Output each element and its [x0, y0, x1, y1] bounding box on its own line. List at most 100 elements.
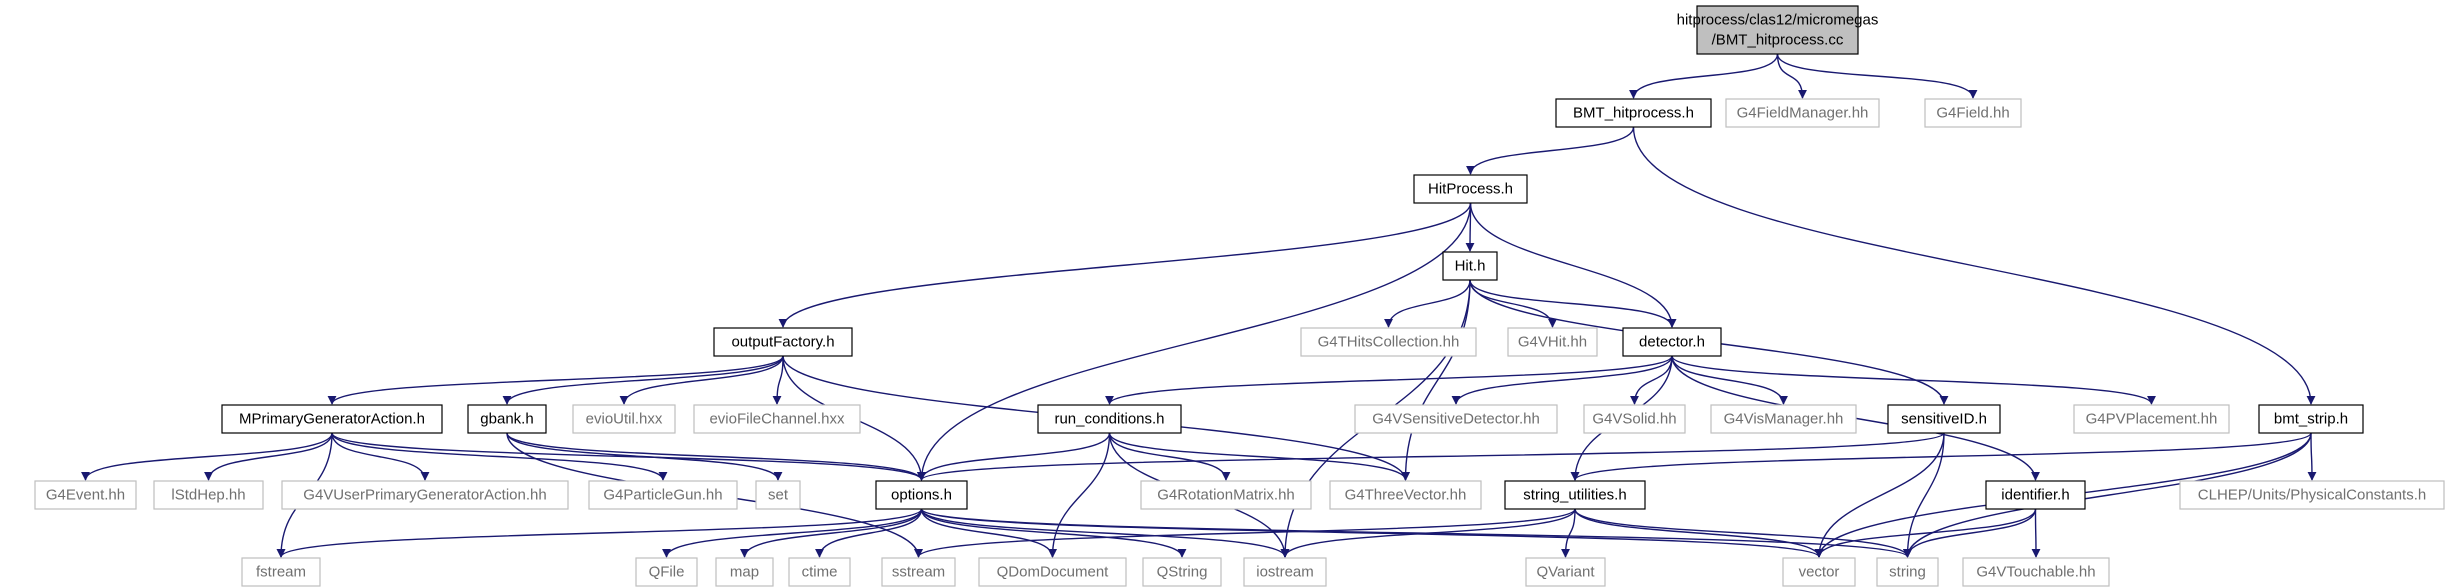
node-box — [1329, 480, 1482, 510]
node-box — [1887, 404, 2001, 434]
node-string: string — [1876, 557, 1939, 587]
node-sensitiveid-h[interactable]: sensitiveID.h — [1887, 404, 2001, 434]
edge-hit-h-to-detector-h — [1469, 279, 1677, 328]
edge-identifier-h-to-vector — [1814, 508, 2037, 558]
node-qdomdocument: QDomDocument — [978, 557, 1127, 587]
node-label: run_conditions.h — [1054, 411, 1164, 428]
node-g4vsolid: G4VSolid.hh — [1583, 404, 1686, 434]
node-box — [1583, 404, 1686, 434]
edge-bmt-hitprocess-h-to-bmt-strip-h — [1632, 126, 2316, 405]
edge-detector-h-to-run-conditions-h — [1105, 355, 1673, 405]
node-box — [1876, 557, 1939, 587]
edge-outputfactory-h-to-gbank-h — [502, 355, 784, 405]
node-box — [221, 404, 443, 434]
node-map: map — [715, 557, 774, 587]
node-label: gbank.h — [480, 411, 533, 428]
node-box — [1696, 5, 1859, 55]
node-options-h[interactable]: options.h — [875, 480, 968, 510]
edge-mprimary-to-options-h — [331, 432, 926, 481]
node-label: evioFileChannel.hxx — [709, 411, 845, 428]
edge-options-h-to-map — [740, 508, 923, 558]
edge-identifier-h-to-string — [1903, 508, 2037, 558]
node-label: options.h — [891, 487, 952, 504]
edge-root-to-bmt-hitprocess-h — [1629, 53, 1779, 99]
node-box — [755, 480, 801, 510]
edge-run-conditions-h-to-options-h — [917, 432, 1111, 481]
node-label: QDomDocument — [997, 564, 1110, 581]
node-label: G4VTouchable.hh — [1976, 564, 2095, 581]
node-run-conditions-h[interactable]: run_conditions.h — [1037, 404, 1182, 434]
node-box — [788, 557, 851, 587]
node-label: QVariant — [1536, 564, 1595, 581]
node-box — [1142, 557, 1222, 587]
node-string-utilities-h[interactable]: string_utilities.h — [1504, 480, 1646, 510]
node-box — [467, 404, 547, 434]
node-g4vismanager: G4VisManager.hh — [1710, 404, 1857, 434]
edge-sensitiveid-h-to-vector — [1814, 432, 1945, 558]
node-mprimary[interactable]: MPrimaryGeneratorAction.h — [221, 404, 443, 434]
node-hitprocess-h[interactable]: HitProcess.h — [1413, 174, 1528, 204]
node-label: QFile — [649, 564, 685, 581]
node-box — [281, 480, 569, 510]
edge-mprimary-to-istdhep — [204, 432, 333, 481]
edge-outputfactory-h-to-evioutil — [619, 355, 784, 405]
node-label: vector — [1799, 564, 1840, 581]
edge-options-h-to-qfile — [662, 508, 923, 558]
node-qstring: QString — [1142, 557, 1222, 587]
node-box — [1985, 480, 2086, 510]
edge-string-utilities-h-to-string — [1574, 508, 1912, 558]
edge-hitprocess-h-to-outputfactory-h — [778, 202, 1472, 328]
edge-root-to-g4fieldmanager — [1776, 53, 1807, 99]
node-box — [1413, 174, 1528, 204]
node-root[interactable]: hitprocess/clas12/micromegas/BMT_hitproc… — [1677, 5, 1879, 55]
node-g4field: G4Field.hh — [1924, 98, 2022, 128]
node-label: ctime — [802, 564, 838, 581]
node-box — [1140, 480, 1312, 510]
node-hit-h[interactable]: Hit.h — [1442, 251, 1498, 281]
node-label: G4Field.hh — [1936, 105, 2009, 122]
node-sstream: sstream — [881, 557, 956, 587]
node-box — [2258, 404, 2364, 434]
edge-hitprocess-h-to-options-h — [917, 202, 1472, 481]
node-box — [875, 480, 968, 510]
node-gbank-h[interactable]: gbank.h — [467, 404, 547, 434]
node-bmt-hitprocess-h[interactable]: BMT_hitprocess.h — [1555, 98, 1712, 128]
node-box — [1725, 98, 1880, 128]
edge-run-conditions-h-to-qdomdocument — [1048, 432, 1111, 558]
node-label: map — [730, 564, 759, 581]
node-box — [635, 557, 698, 587]
node-box — [1037, 404, 1182, 434]
edge-hitprocess-h-to-detector-h — [1469, 202, 1677, 328]
node-box — [715, 557, 774, 587]
edge-hit-h-to-g4thitscollection — [1384, 279, 1471, 328]
node-label: G4VisManager.hh — [1724, 411, 1844, 428]
edge-sensitiveid-h-to-string — [1903, 432, 1945, 558]
edge-gbank-h-to-options-h — [506, 432, 926, 481]
node-label: outputFactory.h — [731, 334, 834, 351]
node-fstream: fstream — [241, 557, 321, 587]
node-g4thitscollection: G4THitsCollection.hh — [1300, 327, 1477, 357]
node-identifier-h[interactable]: identifier.h — [1985, 480, 2086, 510]
node-qfile: QFile — [635, 557, 698, 587]
edge-root-to-g4field — [1776, 53, 1978, 99]
node-label: G4PVPlacement.hh — [2086, 411, 2218, 428]
edge-sensitiveid-h-to-options-h — [917, 432, 1945, 481]
node-label: G4VSensitiveDetector.hh — [1372, 411, 1540, 428]
node-label: string — [1889, 564, 1926, 581]
edge-identifier-h-to-g4vtouchable — [2031, 508, 2041, 558]
node-bmt-strip-h[interactable]: bmt_strip.h — [2258, 404, 2364, 434]
node-g4vtouchable: G4VTouchable.hh — [1962, 557, 2110, 587]
node-label: hitprocess/clas12/micromegas — [1677, 12, 1879, 29]
node-box — [241, 557, 321, 587]
edge-detector-h-to-g4vismanager — [1671, 355, 1788, 405]
node-detector-h[interactable]: detector.h — [1622, 327, 1722, 357]
edge-string-utilities-h-to-vector — [1574, 508, 1824, 558]
node-outputfactory-h[interactable]: outputFactory.h — [713, 327, 853, 357]
node-label: MPrimaryGeneratorAction.h — [239, 411, 425, 428]
node-g4pvplacement: G4PVPlacement.hh — [2073, 404, 2230, 434]
node-clhep-units: CLHEP/Units/PhysicalConstants.h — [2179, 480, 2445, 510]
node-g4rotationmatrix: G4RotationMatrix.hh — [1140, 480, 1312, 510]
node-layer: hitprocess/clas12/micromegas/BMT_hitproc… — [34, 5, 2445, 587]
node-box — [588, 480, 738, 510]
